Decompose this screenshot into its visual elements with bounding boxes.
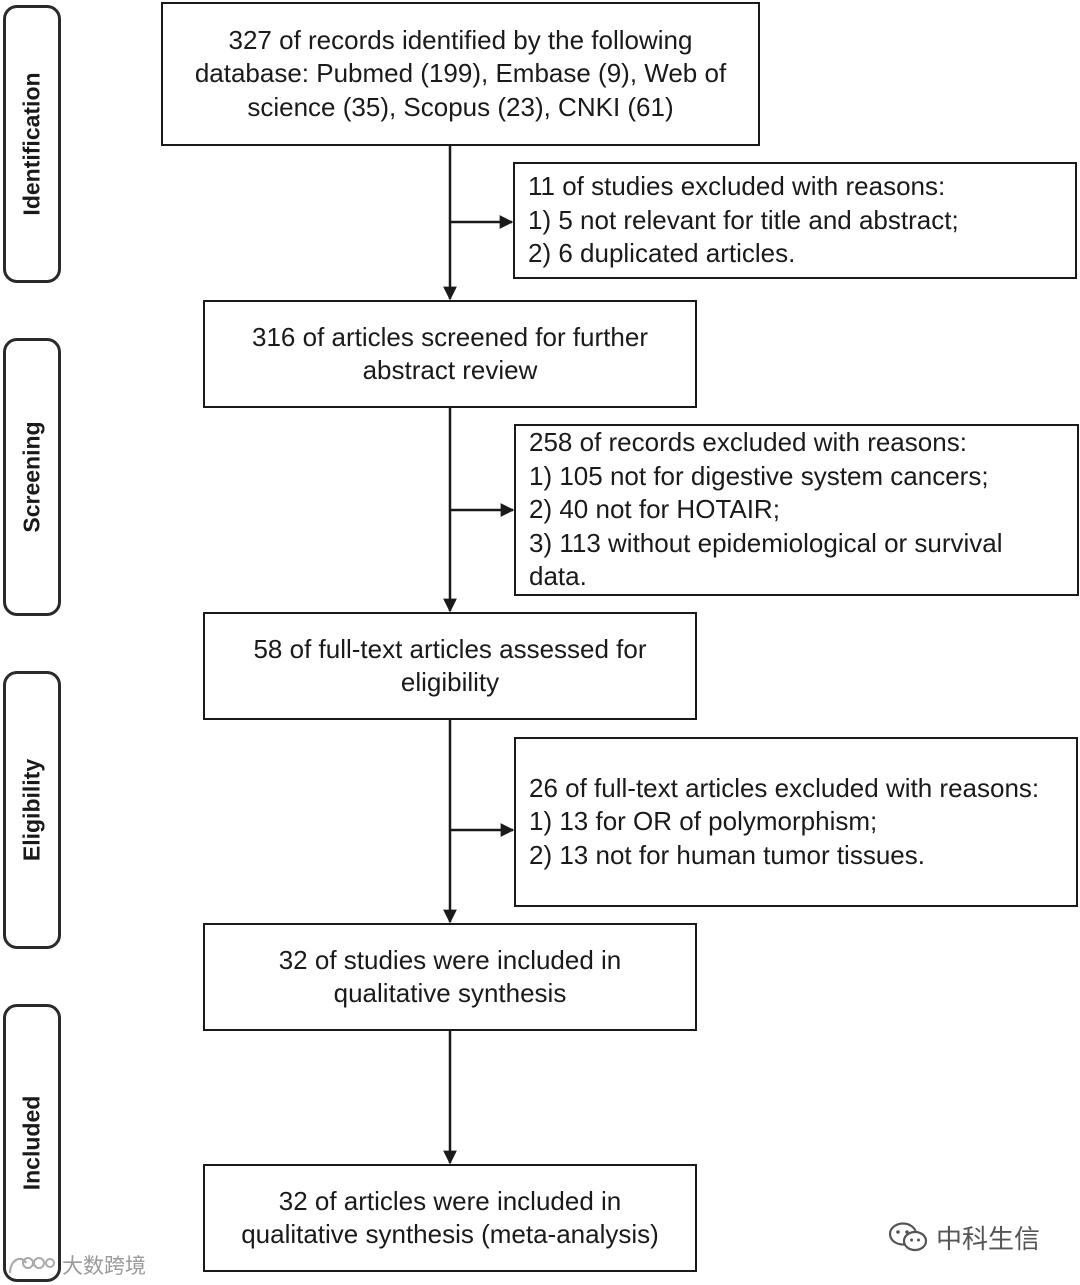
watermark-left: 大数跨境 (6, 1249, 146, 1281)
qualitative-text: 32 of studies were included in qualitati… (278, 944, 622, 1009)
excluded-identification-text: 11 of studies excluded with reasons: 1) … (528, 171, 959, 269)
watermark-left-text: 大数跨境 (62, 1254, 146, 1278)
wechat-icon (888, 1222, 928, 1252)
watermark-right-text: 中科生信 (936, 1224, 1041, 1255)
watermark-right: 中科生信 (888, 1217, 1040, 1257)
qualitative-box: 32 of studies were included in qualitati… (203, 923, 697, 1031)
assessed-eligibility-box: 58 of full-text articles assessed for el… (203, 612, 697, 720)
screened-text: 316 of articles screened for further abs… (252, 321, 648, 386)
excluded-eligibility-text: 26 of full-text articles excluded with r… (529, 772, 1040, 870)
stage-included: Included (3, 1004, 61, 1282)
meta-analysis-text: 32 of articles were included in qualitat… (241, 1185, 659, 1250)
excluded-identification-box: 11 of studies excluded with reasons: 1) … (513, 162, 1077, 279)
stage-eligibility: Eligibility (3, 671, 61, 949)
excluded-screening-box: 258 of records excluded with reasons: 1)… (514, 424, 1079, 596)
records-identified-text: 327 of records identified by the followi… (194, 24, 727, 122)
stage-screening: Screening (3, 338, 61, 616)
assessed-eligibility-text: 58 of full-text articles assessed for el… (253, 633, 647, 698)
meta-analysis-box: 32 of articles were included in qualitat… (203, 1164, 697, 1272)
records-identified-box: 327 of records identified by the followi… (161, 2, 760, 146)
excluded-screening-text: 258 of records excluded with reasons: 1)… (529, 427, 1003, 592)
excluded-eligibility-box: 26 of full-text articles excluded with r… (514, 737, 1078, 907)
stage-identification: Identification (3, 5, 61, 283)
brand-logo-icon (8, 1257, 55, 1274)
screened-box: 316 of articles screened for further abs… (203, 300, 697, 408)
